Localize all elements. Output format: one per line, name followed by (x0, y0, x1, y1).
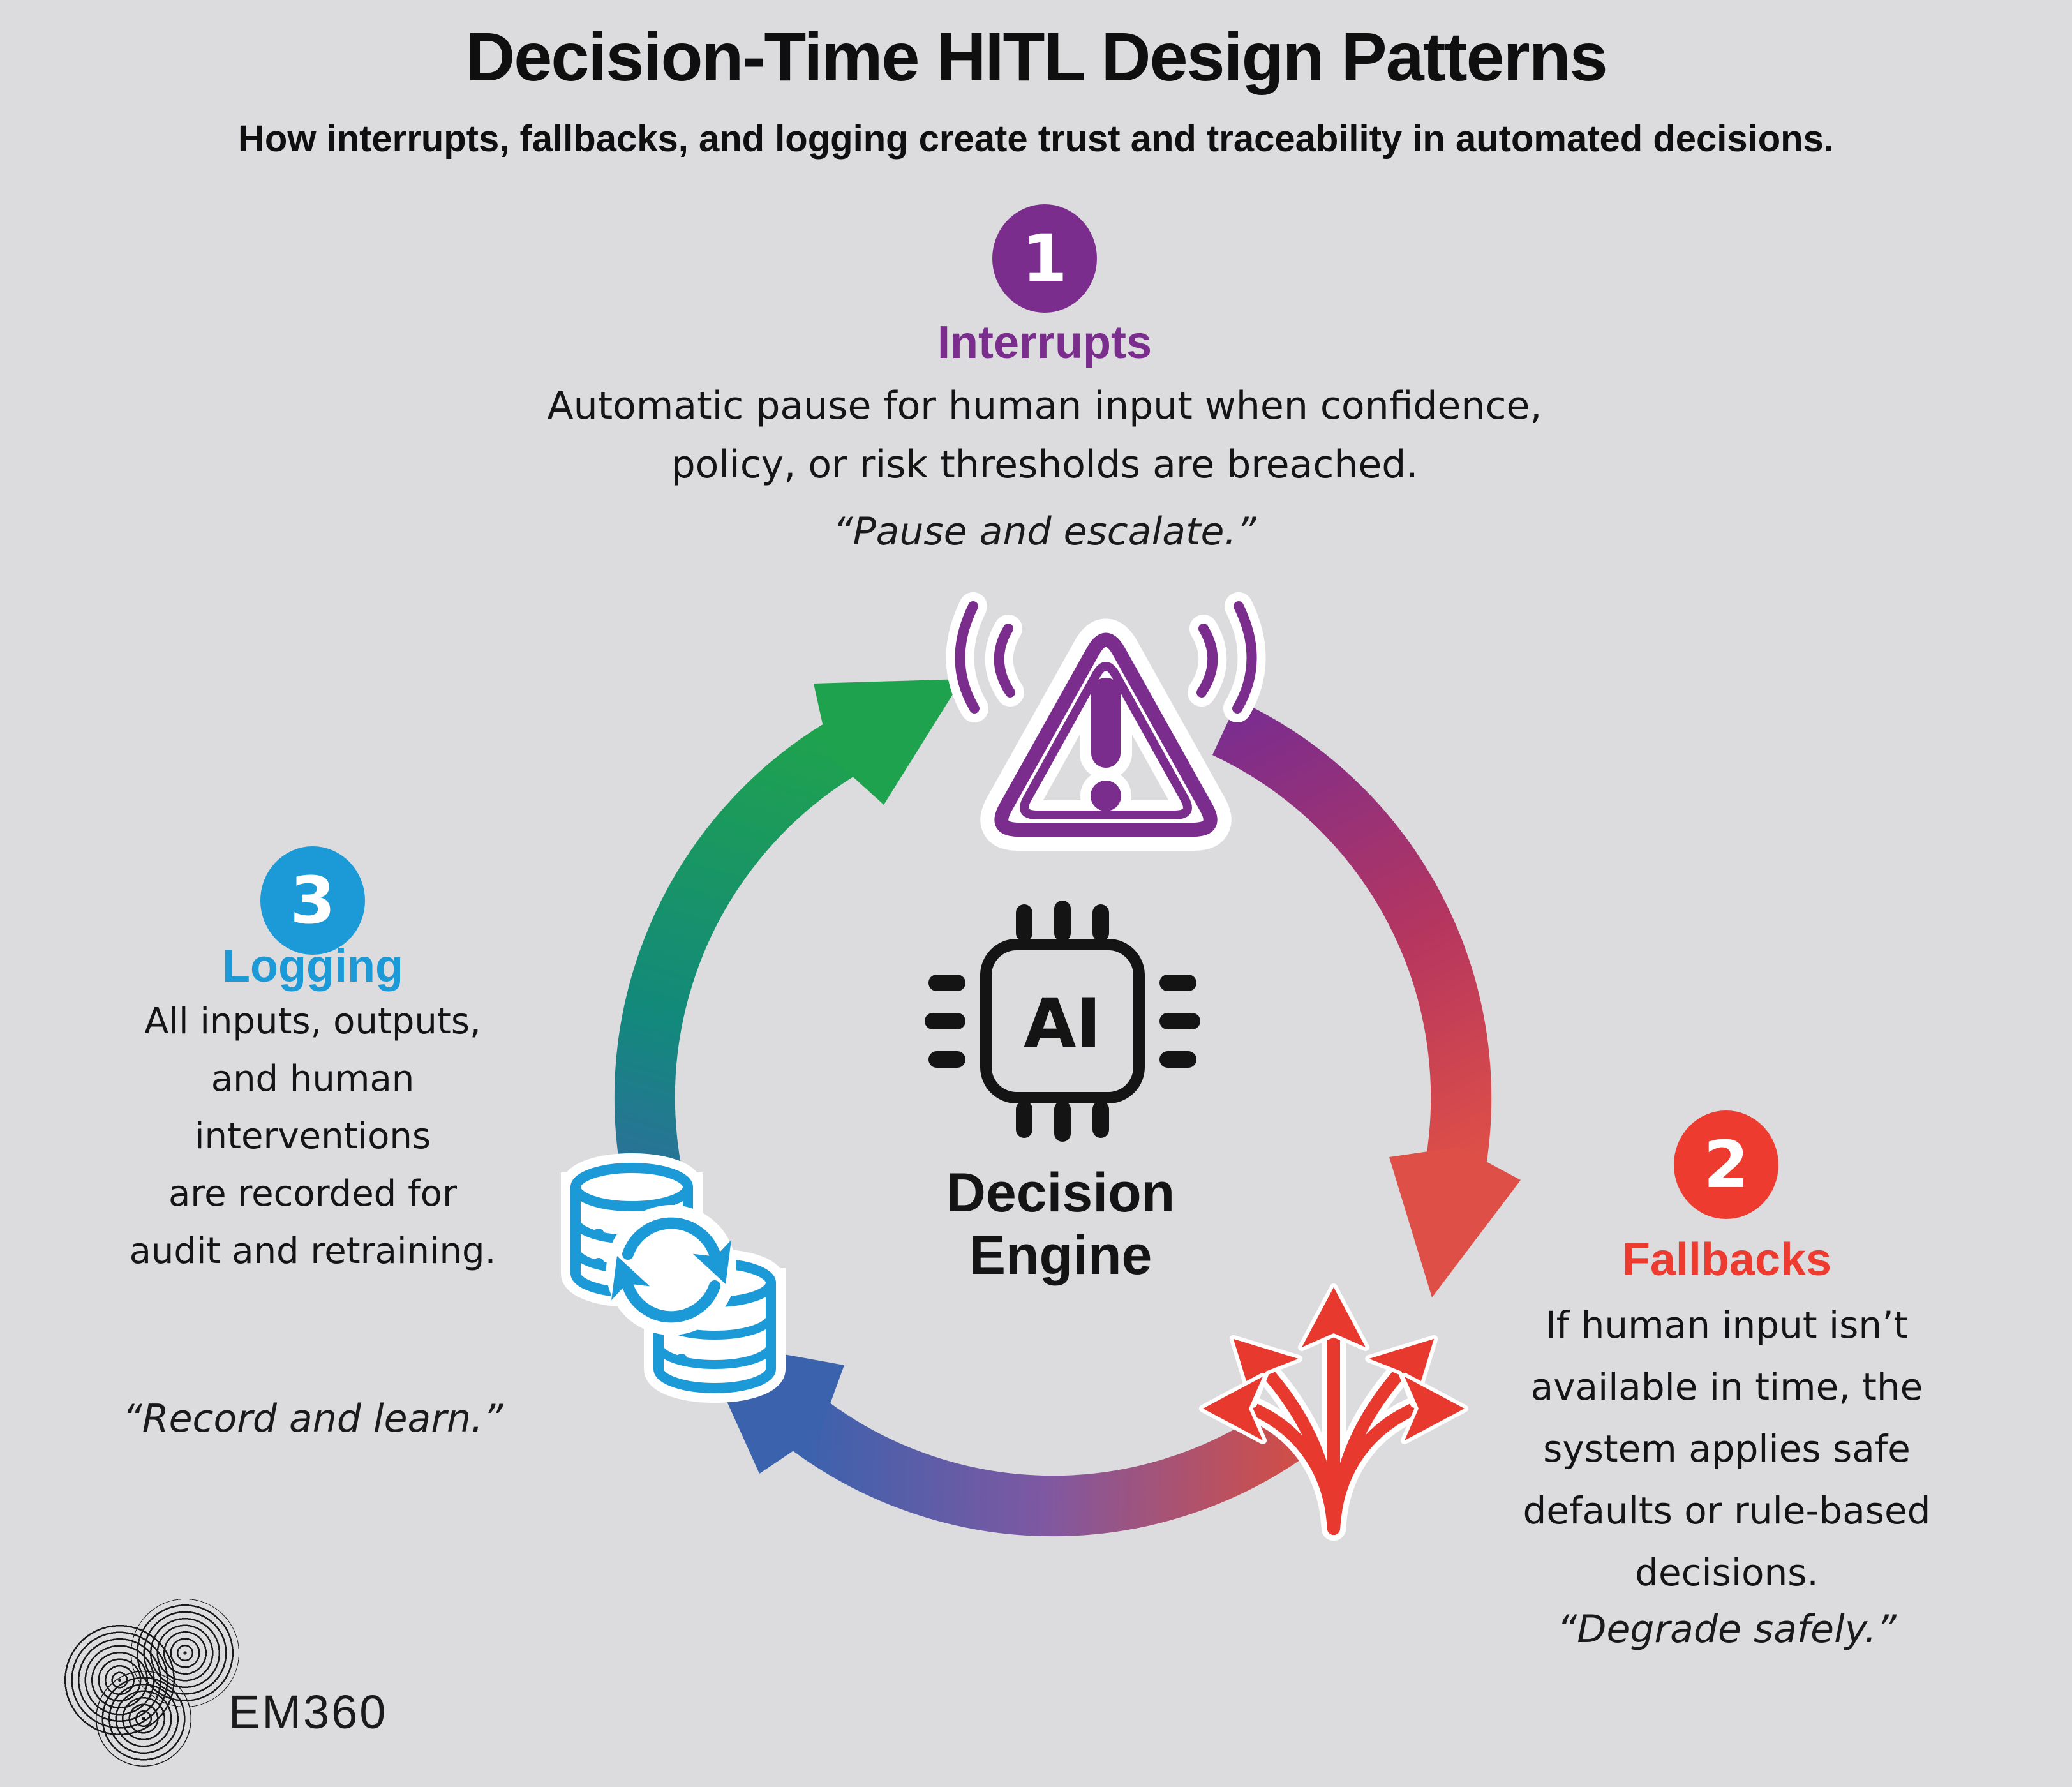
alert-triangle-icon (946, 592, 1266, 851)
interrupts-description-line: policy, or risk thresholds are breached. (671, 442, 1419, 487)
cycle-arrowhead-green (814, 679, 962, 805)
ai-chip-pins (925, 901, 1200, 1142)
logging-number: 3 (290, 862, 336, 939)
fallbacks-label: Fallbacks (1621, 1234, 1832, 1285)
cycle-arrowhead-red (1389, 1147, 1521, 1297)
fallbacks-quote: “Degrade safely.” (1557, 1607, 1897, 1652)
cycle-arrow-purple-red (1212, 699, 1492, 1174)
logging-description-line: and human (211, 1058, 415, 1100)
fallbacks-description-line: system applies safe (1543, 1427, 1911, 1470)
logging-label: Logging (222, 941, 403, 992)
logging-description: All inputs, outputs, and human intervent… (26, 993, 600, 1280)
logging-description-line: audit and retraining. (129, 1230, 496, 1272)
branching-arrows-icon (1199, 1283, 1468, 1541)
decision-engine-label: Decision Engine (805, 1162, 1316, 1287)
logging-description-line: interventions (194, 1116, 431, 1157)
cycle-arrow-red-blue (782, 1395, 1305, 1537)
interrupts-label: Interrupts (937, 317, 1152, 368)
database-sync-icon (561, 1153, 786, 1403)
fallbacks-description-line: decisions. (1635, 1551, 1819, 1594)
ai-chip-icon: AI (925, 901, 1200, 1142)
interrupts-quote: “Pause and escalate.” (833, 509, 1256, 554)
em360-logo-text: EM360 (228, 1686, 388, 1738)
interrupts-number-badge: 1 (992, 204, 1097, 313)
interrupts-description: Automatic pause for human input when con… (406, 377, 1683, 494)
fallbacks-description-line: If human input isn’t (1545, 1303, 1909, 1347)
ai-chip-label: AI (1024, 984, 1101, 1063)
page-subtitle: How interrupts, fallbacks, and logging c… (238, 118, 1834, 160)
em360-logo-mark (96, 1671, 191, 1767)
fallbacks-description: If human input isn’t available in time, … (1440, 1294, 2014, 1604)
logging-number-badge: 3 (260, 846, 365, 955)
interrupts-number: 1 (1022, 220, 1068, 297)
fallbacks-description-line: defaults or rule-based (1523, 1489, 1931, 1532)
decision-engine-label-line: Decision (946, 1162, 1175, 1223)
decision-engine-label-line: Engine (969, 1225, 1152, 1286)
fallbacks-number: 2 (1703, 1126, 1749, 1203)
fallbacks-number-badge: 2 (1674, 1110, 1778, 1219)
logging-quote: “Record and learn.” (122, 1396, 503, 1441)
fallbacks-description-line: available in time, the (1530, 1365, 1923, 1409)
logging-description-line: All inputs, outputs, (144, 1001, 481, 1042)
interrupts-description-line: Automatic pause for human input when con… (547, 384, 1542, 428)
logging-description-line: are recorded for (168, 1173, 458, 1215)
page-title: Decision-Time HITL Design Patterns (465, 18, 1607, 95)
